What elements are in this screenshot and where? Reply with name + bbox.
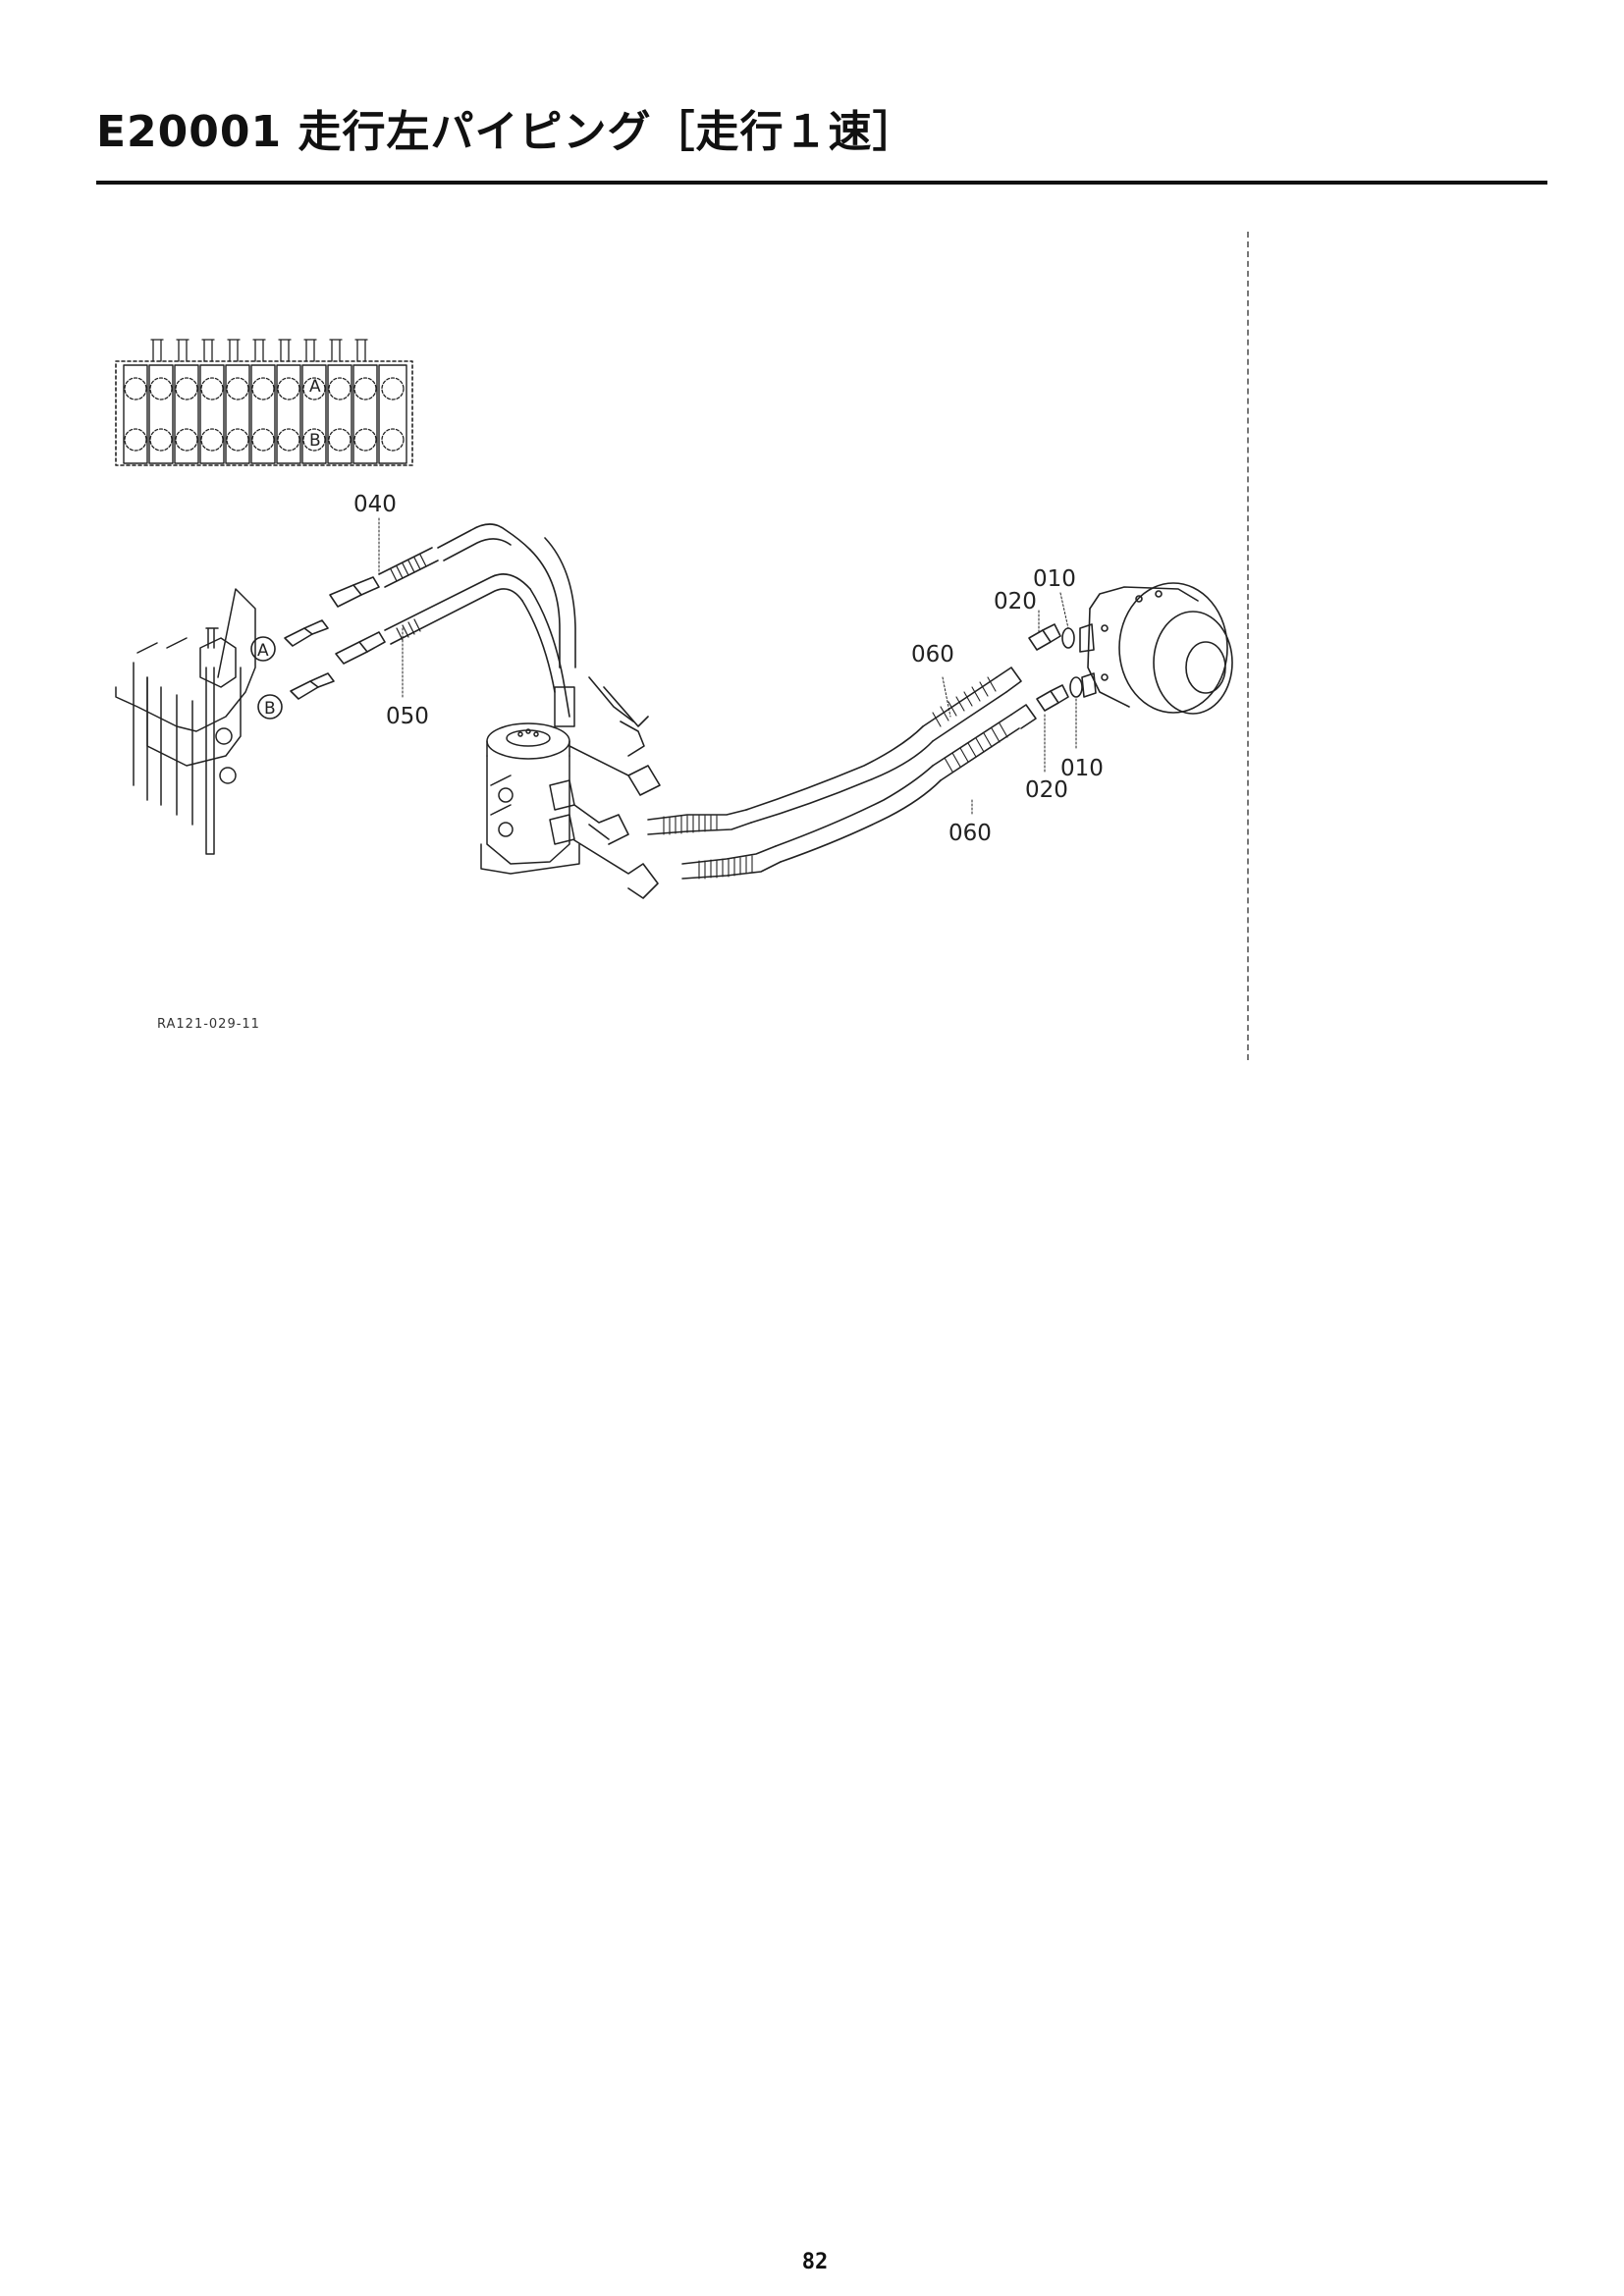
control-valve-schematic: A B [115,339,413,466]
port-b-marker: B [257,694,283,720]
callout-060-lower: 060 [948,821,992,846]
section-title: 走行左パイピング［走行１速］ [298,107,917,157]
port-b-adapter [290,672,335,700]
page-title: E20001 走行左パイピング［走行１速］ [96,96,916,159]
control-valve-body [115,588,256,855]
schematic-port-b-label: B [309,431,321,451]
callout-010-lower: 010 [1060,756,1104,781]
swivel-fittings [568,676,661,899]
o-ring-010-lower [1069,676,1083,698]
callout-020-lower: 020 [1025,777,1068,803]
section-code: E20001 [96,107,283,157]
swivel-joint [480,686,580,875]
margin-dashed-line [1247,232,1249,1060]
o-ring-010-upper [1061,627,1075,649]
hose-050 [335,573,570,718]
callout-010-upper: 010 [1033,566,1076,592]
page-number: 82 [801,2250,829,2274]
port-a-marker: A [250,636,276,662]
port-a-marker-label: A [257,641,269,661]
piping-diagram: A B A B [115,339,1233,899]
schematic-port-a-label: A [309,377,321,397]
title-rule [96,181,1547,185]
callout-060-upper: 060 [911,642,954,667]
callout-040: 040 [353,492,397,517]
hose-060-upper [647,667,1022,835]
adapter-020-lower [1036,684,1069,712]
hose-060-lower [681,704,1037,880]
port-a-adapter [284,619,329,647]
adapter-020-upper [1028,623,1061,651]
leader-lines [378,517,1077,816]
port-b-marker-label: B [264,699,276,719]
figure-reference-code: RA121-029-11 [157,1017,260,1032]
hose-040 [329,523,576,668]
callout-020-upper: 020 [994,589,1037,614]
travel-motor [1079,582,1233,715]
callout-050: 050 [386,704,429,729]
